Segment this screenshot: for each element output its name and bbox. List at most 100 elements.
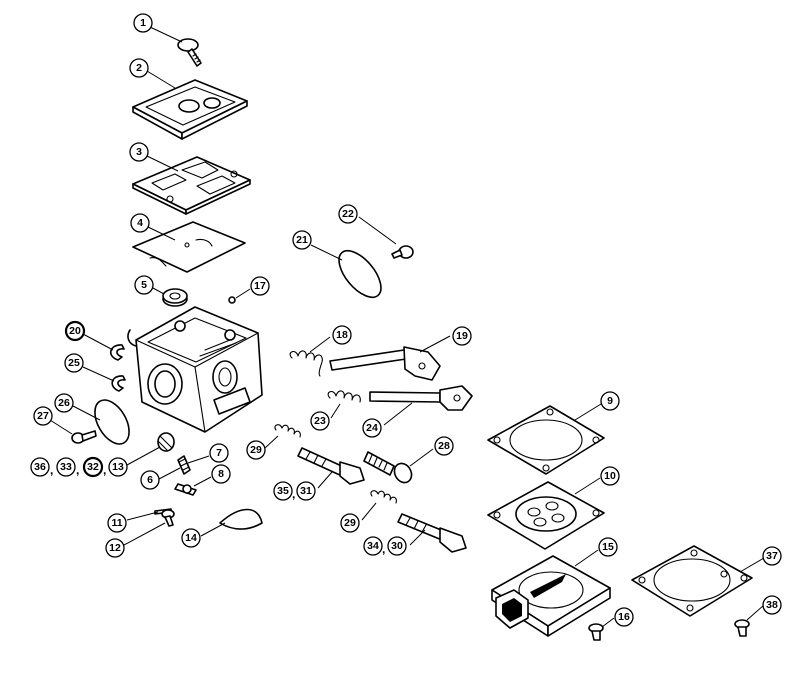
callout-2: 2 [129,58,149,78]
svg-text:25: 25 [68,357,80,369]
part-1-screw [177,38,202,67]
part-37-gasket [631,545,753,617]
svg-text:38: 38 [766,599,778,611]
part-27-screw [71,430,97,444]
separator-36-33: , [50,463,53,477]
callout-7: 7 [209,443,229,463]
part-9-gasket [487,405,605,475]
callout-20: 20 [64,320,86,342]
callout-16: 16 [614,607,634,627]
callout-13: 13 [108,457,128,477]
part-2-cover [132,79,248,140]
callout-35: 35 [273,481,293,501]
part-13-fitting [157,432,175,452]
svg-text:19: 19 [456,330,468,342]
svg-text:30: 30 [391,540,403,552]
separator-34-30: , [382,542,385,556]
svg-text:10: 10 [604,470,616,482]
part-25-clip [111,375,126,392]
svg-text:36: 36 [34,461,46,473]
part-24-shaft [369,385,473,411]
svg-text:12: 12 [109,542,121,554]
svg-text:5: 5 [141,279,147,291]
part-4-diaphragm [132,221,246,273]
svg-text:37: 37 [766,550,778,562]
part-15-cover [491,555,611,637]
svg-text:18: 18 [336,329,348,341]
callout-22: 22 [338,204,358,224]
callout-27: 27 [33,406,53,426]
callout-12: 12 [105,538,125,558]
callout-26: 26 [54,393,74,413]
svg-text:35: 35 [277,485,289,497]
part-19-shaft [329,346,441,381]
callout-15: 15 [598,537,618,557]
svg-text:6: 6 [147,474,153,486]
svg-text:29: 29 [344,517,356,529]
separator-32-13: , [103,463,106,477]
callout-31: 31 [296,481,316,501]
callout-6: 6 [140,470,160,490]
svg-text:23: 23 [314,415,326,427]
svg-text:17: 17 [254,280,266,292]
callout-21: 21 [292,230,312,250]
callout-30: 30 [387,536,407,556]
svg-text:24: 24 [366,422,378,434]
callout-38: 38 [762,595,782,615]
callout-5: 5 [134,275,154,295]
part-5-nut [162,288,188,307]
svg-text:22: 22 [342,208,354,220]
callout-19: 19 [452,326,472,346]
callout-14: 14 [181,528,201,548]
part-28-screw [363,451,413,484]
leader-lines [49,26,765,628]
callout-37: 37 [762,546,782,566]
callout-10: 10 [600,466,620,486]
part-10-diaphragm [487,481,605,550]
part-22-screw [391,245,414,259]
svg-text:31: 31 [300,485,312,497]
callout-36: 36 [30,457,50,477]
svg-text:3: 3 [136,146,142,158]
callout-17: 17 [250,276,270,296]
callout-1: 1 [133,13,153,33]
part-14-leaf [219,508,263,530]
callout-28: 28 [434,436,454,456]
callout-3: 3 [129,142,149,162]
svg-text:1: 1 [140,17,146,29]
svg-text:32: 32 [87,461,99,473]
part-17-ball [228,296,236,304]
part-21-disc [338,249,382,299]
svg-text:7: 7 [216,447,222,459]
svg-text:26: 26 [58,397,70,409]
part-26-disc [94,399,130,445]
part-30-needle [397,513,467,553]
part-23-spring [327,390,361,403]
separator-33-32: , [76,463,79,477]
svg-text:9: 9 [607,395,613,407]
svg-text:21: 21 [296,234,308,246]
part-16-screw [588,623,604,641]
callout-29-lower: 29 [340,513,360,533]
part-31-needle [297,447,365,485]
svg-text:2: 2 [136,62,142,74]
callout-4: 4 [130,213,150,233]
callout-24: 24 [362,418,382,438]
part-12-screw [161,509,175,527]
part-6-needle [177,455,191,475]
callout-33: 33 [56,457,76,477]
svg-text:14: 14 [185,532,197,544]
svg-text:11: 11 [111,517,122,529]
callout-34: 34 [363,536,383,556]
part-8-lever [174,483,197,496]
svg-text:33: 33 [60,461,72,473]
svg-text:16: 16 [618,611,630,623]
callout-25: 25 [64,353,84,373]
callout-8: 8 [211,464,231,484]
callouts: 1 2 3 4 5 6 7 8 9 10 11 12 13 14 15 16 1… [30,13,782,627]
svg-text:15: 15 [602,541,614,553]
part-3-gasket [132,156,251,215]
svg-text:34: 34 [367,540,379,552]
callout-29-upper: 29 [246,440,266,460]
